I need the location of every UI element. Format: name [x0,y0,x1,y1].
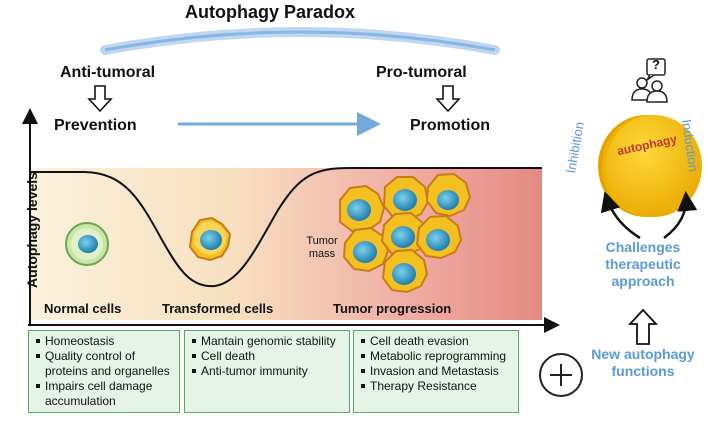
diagram-title: Autophagy Paradox [184,2,356,22]
y-axis-label: Autophagy levels [24,172,40,288]
transformed-cell [188,216,232,262]
down-arrow-icon [435,85,461,113]
tumor-functions-box: Cell death evasion Metabolic reprogrammi… [353,330,519,413]
list-item: Quality control of proteins and organell… [36,349,175,379]
tumor-mass [339,172,472,294]
inhibition-arrow [600,191,641,240]
paradox-arc [100,27,500,55]
down-arrow-icon [87,85,113,113]
up-arrow-icon [627,308,659,345]
list-item: Cell death evasion [361,334,514,349]
stage-label-normal: Normal cells [44,301,122,316]
person-question-icon [631,58,668,103]
promotion-label: Promotion [410,117,490,134]
pro-tumoral-heading: Pro-tumoral [376,64,467,81]
list-item: Impairs cell damage accumulation [36,379,175,409]
transformed-functions-box: Mantain genomic stability Cell death Ant… [184,330,350,413]
list-item: Mantain genomic stability [192,334,345,349]
normal-cell [65,222,109,266]
anti-tumoral-heading: Anti-tumoral [60,64,156,81]
new-functions-label: New autophagy functions [591,346,695,379]
stage-label-transformed: Transformed cells [162,301,274,316]
tumor-mass-label: Tumor mass [306,235,338,260]
stage-label-tumor: Tumor progression [333,301,452,316]
question-mark: ? [652,57,660,72]
autophagy-curve [30,167,542,288]
induction-arrow [663,191,698,239]
prevention-label: Prevention [54,117,137,134]
normal-functions-box: Homeostasis Quality control of proteins … [28,330,180,413]
list-item: Cell death [192,349,345,364]
list-item: Anti-tumor immunity [192,364,345,379]
challenges-label: Challenges therapeutic approach [605,239,681,289]
list-item: Invasion and Metastasis [361,364,514,379]
list-item: Homeostasis [36,334,175,349]
list-item: Therapy Resistance [361,379,514,394]
plus-circle-icon [539,353,583,397]
list-item: Metabolic reprogramming [361,349,514,364]
